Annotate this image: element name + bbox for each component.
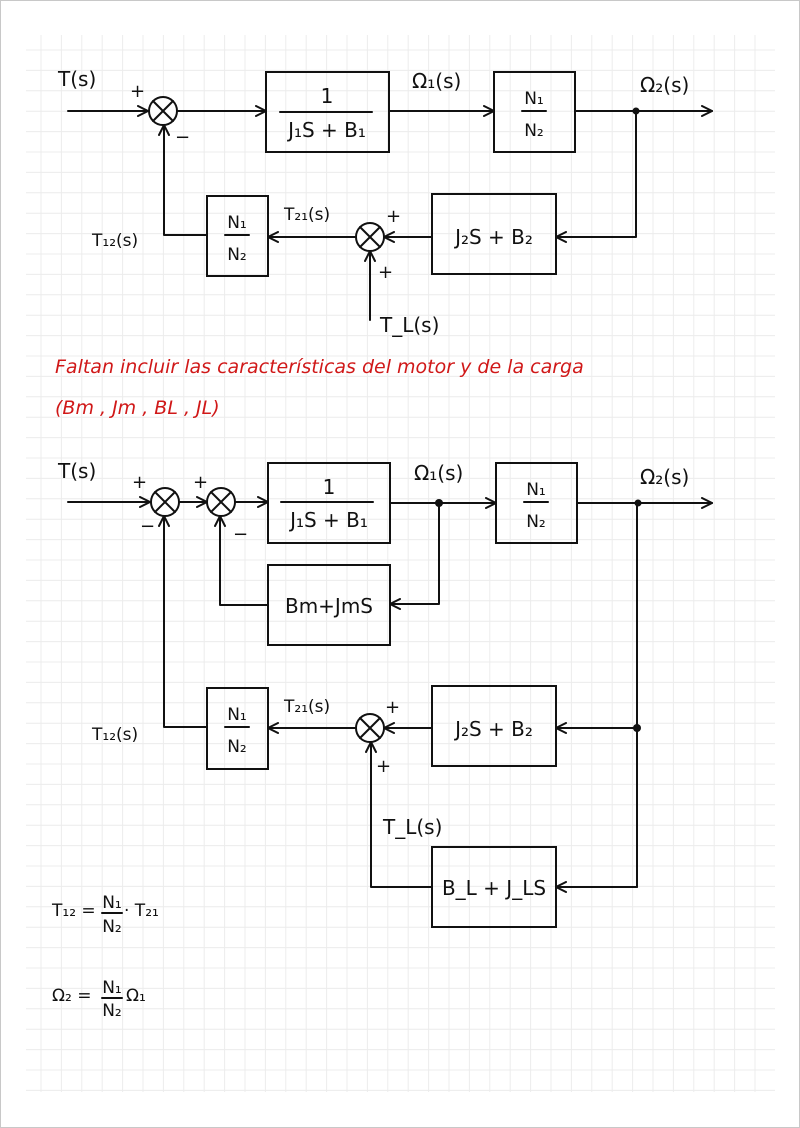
gear-feedback-block [206, 687, 269, 770]
tl-label: T_L(s) [382, 815, 442, 839]
note-line-2: (Bm , Jm , BL , JL) [55, 397, 220, 419]
eq2-den: N₂ [102, 1001, 122, 1021]
sum-sign-minus: − [233, 524, 248, 545]
gear-fb-denominator: N₂ [227, 245, 247, 265]
eq2-num: N₁ [102, 978, 122, 998]
sum-sign-minus: − [175, 127, 190, 148]
load-char-text: B_L + J_LS [442, 876, 546, 900]
omega1-label: Ω₁(s) [412, 69, 461, 93]
diagram-corrected: T(s) + − + − 1 J₁S + B₁ Ω₁(s) Bm+JmS [57, 459, 713, 928]
motor-feedback-wire [220, 515, 269, 606]
diagram-original: T(s) + − 1 J₁S + B₁ Ω₁(s) N₁ N₂ Ω₂(s) J₂… [57, 67, 713, 337]
plant-denominator: J₁S + B₁ [288, 508, 368, 532]
feedback-wire [555, 110, 637, 237]
gear-fb-numerator: N₁ [227, 705, 247, 725]
input-label: T(s) [57, 67, 96, 91]
omega2-label: Ω₂(s) [640, 465, 689, 489]
torque-relation: T₁₂ = N₁ N₂ · T₂₁ [51, 893, 159, 937]
grid-background [26, 35, 775, 1092]
eq1-lhs: T₁₂ = [51, 901, 96, 921]
gear-denominator: N₂ [524, 121, 544, 141]
feedback-wire [164, 515, 208, 728]
t21-label: T₂₁(s) [283, 697, 330, 717]
load-block [431, 685, 557, 767]
relations: T₁₂ = N₁ N₂ · T₂₁ Ω₂ = N₁ N₂ Ω₁ [51, 893, 159, 1021]
plant-numerator: 1 [321, 84, 334, 108]
sum-sign-plus: + [378, 262, 393, 283]
feedback-wire [164, 124, 208, 236]
input-label: T(s) [57, 459, 96, 483]
omega2-label: Ω₂(s) [640, 73, 689, 97]
summing-junction [206, 487, 236, 517]
omega1-label: Ω₁(s) [414, 461, 463, 485]
eq2-lhs: Ω₂ = [52, 986, 91, 1006]
t12-label: T₁₂(s) [91, 231, 138, 251]
t21-label: T₂₁(s) [283, 205, 330, 225]
motor-feedback-wire [389, 502, 440, 604]
gear-numerator: N₁ [524, 89, 544, 109]
gear-denominator: N₂ [526, 512, 546, 532]
disturbance-wire [371, 741, 433, 888]
summing-junction [148, 96, 178, 126]
eq1-den: N₂ [102, 917, 122, 937]
sum-sign-plus: + [132, 472, 147, 493]
eq1-rhs: · T₂₁ [124, 901, 159, 921]
gear-numerator: N₁ [526, 480, 546, 500]
sum-sign-plus: + [130, 81, 145, 102]
t12-label: T₁₂(s) [91, 725, 138, 745]
motor-block-text: Bm+JmS [285, 594, 373, 618]
load-block-text: J₂S + B₂ [453, 225, 533, 249]
correction-note: Faltan incluir las características del m… [55, 356, 584, 419]
sum-sign-plus: + [376, 756, 391, 777]
summing-junction [150, 487, 180, 517]
sum-sign-minus: − [140, 516, 155, 537]
plant-numerator: 1 [323, 475, 336, 499]
plant-denominator: J₁S + B₁ [286, 118, 366, 142]
speed-relation: Ω₂ = N₁ N₂ Ω₁ [52, 978, 146, 1021]
tl-label: T_L(s) [379, 313, 439, 337]
sum-sign-plus: + [386, 206, 401, 227]
gear-fb-numerator: N₁ [227, 213, 247, 233]
summing-junction [355, 713, 385, 743]
load-block [431, 193, 557, 275]
sum-sign-plus: + [193, 472, 208, 493]
summing-junction [355, 222, 385, 252]
sum-sign-plus: + [385, 697, 400, 718]
eq2-rhs: Ω₁ [126, 986, 146, 1006]
eq1-num: N₁ [102, 893, 122, 913]
load-block-text: J₂S + B₂ [453, 717, 533, 741]
gear-fb-denominator: N₂ [227, 737, 247, 757]
note-line-1: Faltan incluir las características del m… [55, 356, 584, 378]
